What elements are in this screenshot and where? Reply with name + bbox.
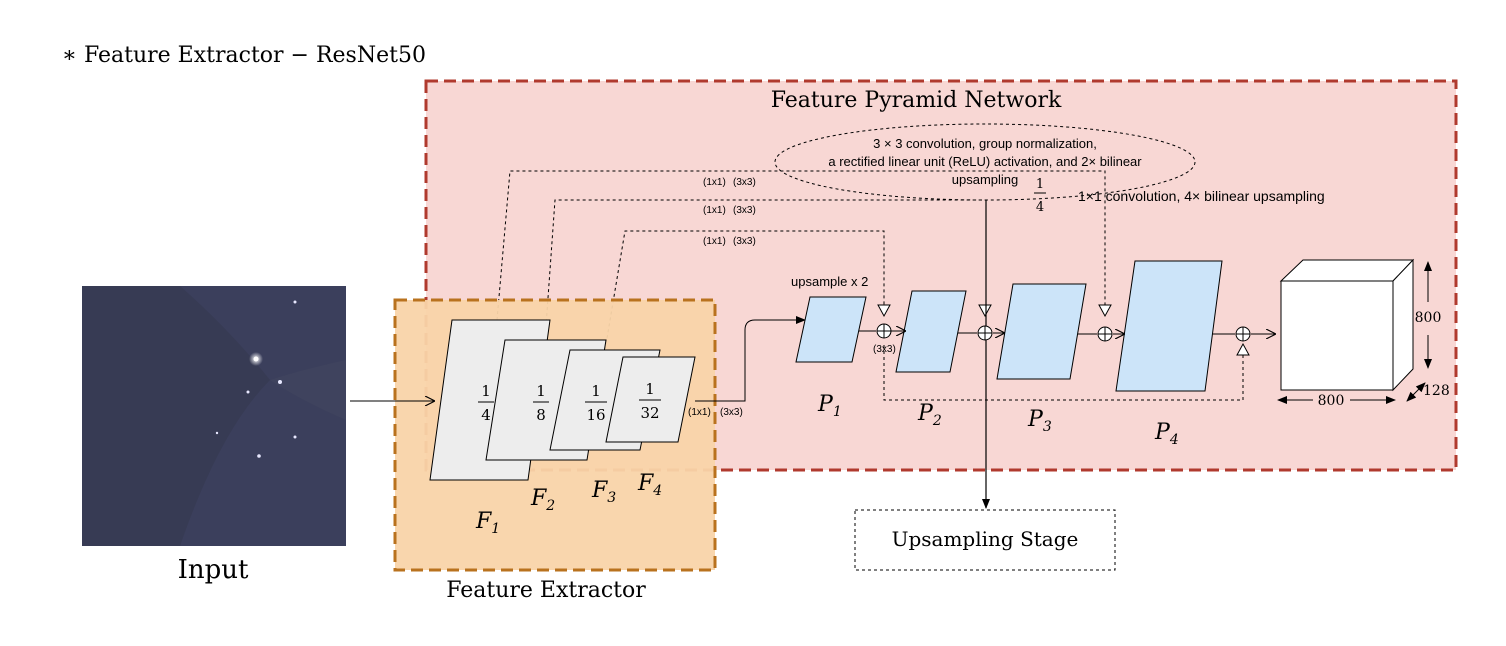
p4-layer: [1115, 260, 1223, 392]
p-flow: [859, 331, 1275, 334]
quarter-num: 1: [1036, 177, 1044, 192]
f2-num: 1: [536, 382, 546, 400]
p1-layer: [795, 296, 867, 363]
f-fractions: 1 4 1 8 1 16 1 32: [478, 380, 661, 424]
conv-label-3x3-b: (3x3): [733, 205, 756, 216]
conv-label-3x3-c: (3x3): [733, 236, 756, 247]
p1-label: P1: [817, 392, 842, 420]
f4-to-p1-arrow: [695, 316, 806, 402]
f3-den: 16: [586, 406, 605, 424]
p4-label: P4: [1154, 420, 1179, 448]
p2-layer: [895, 290, 967, 373]
plus-node-1: [876, 323, 892, 339]
conv-note-line3: upsampling: [952, 172, 1019, 187]
quarter-den: 4: [1036, 200, 1044, 215]
conv-label-3x3-e: (3x3): [873, 344, 896, 355]
subtitle: ∗ Feature Extractor − ResNet50: [62, 43, 426, 68]
f3-label: F3: [591, 478, 616, 506]
p-layers: [795, 260, 1223, 392]
dim-depth: 128: [1423, 383, 1450, 399]
f4-num: 1: [645, 380, 655, 398]
f4-label: F4: [637, 471, 662, 499]
f1-num: 1: [481, 382, 491, 400]
upsampling-stage-box: [854, 509, 1116, 571]
extractor-label: Feature Extractor: [446, 578, 646, 603]
f2-den: 8: [536, 406, 546, 424]
p2-label: P2: [917, 401, 942, 429]
merge-nodes: [876, 323, 1251, 342]
f4-den: 32: [640, 404, 659, 422]
conv-label-1x1-a: (1x1): [703, 177, 726, 188]
conv-note-line2: a rectified linear unit (ReLU) activatio…: [828, 154, 1142, 169]
dim-height: 800: [1415, 310, 1442, 326]
conv-label-3x3-a: (3x3): [733, 177, 756, 188]
conv-label-3x3-d: (3x3): [720, 407, 743, 418]
conv-label-1x1-b: (1x1): [703, 205, 726, 216]
p3-label: P3: [1027, 407, 1052, 435]
upsample-label: upsample x 2: [791, 274, 868, 289]
f1-den: 4: [481, 406, 491, 424]
input-image: [82, 286, 346, 546]
dim-width: 800: [1318, 393, 1345, 409]
conv-label-1x1-c: (1x1): [703, 236, 726, 247]
merge-arrowheads: [877, 304, 1250, 356]
output-cube: [1279, 258, 1415, 392]
f2-label: F2: [530, 486, 555, 514]
p3-layer: [996, 283, 1087, 380]
f-labels: F1 F2 F3 F4: [475, 471, 662, 537]
p-labels: P1 P2 P3 P4: [817, 392, 1179, 448]
f1-label: F1: [475, 509, 500, 537]
conv-note-line1: 3 × 3 convolution, group normalization,: [873, 136, 1097, 151]
upsampling-stage-label: Upsampling Stage: [892, 527, 1079, 551]
dimension-arrows: [1277, 261, 1432, 404]
conv-label-1x1-d: (1x1): [688, 407, 711, 418]
fpn-title: Feature Pyramid Network: [771, 88, 1062, 113]
side-note: 1×1 convolution, 4× bilinear upsampling: [1078, 188, 1325, 204]
plus-node-3: [1097, 326, 1113, 342]
lateral-connections: [496, 170, 1244, 401]
input-label: Input: [178, 555, 249, 585]
plus-node-2: [977, 325, 993, 341]
f3-num: 1: [591, 382, 601, 400]
plus-node-4: [1235, 326, 1251, 342]
